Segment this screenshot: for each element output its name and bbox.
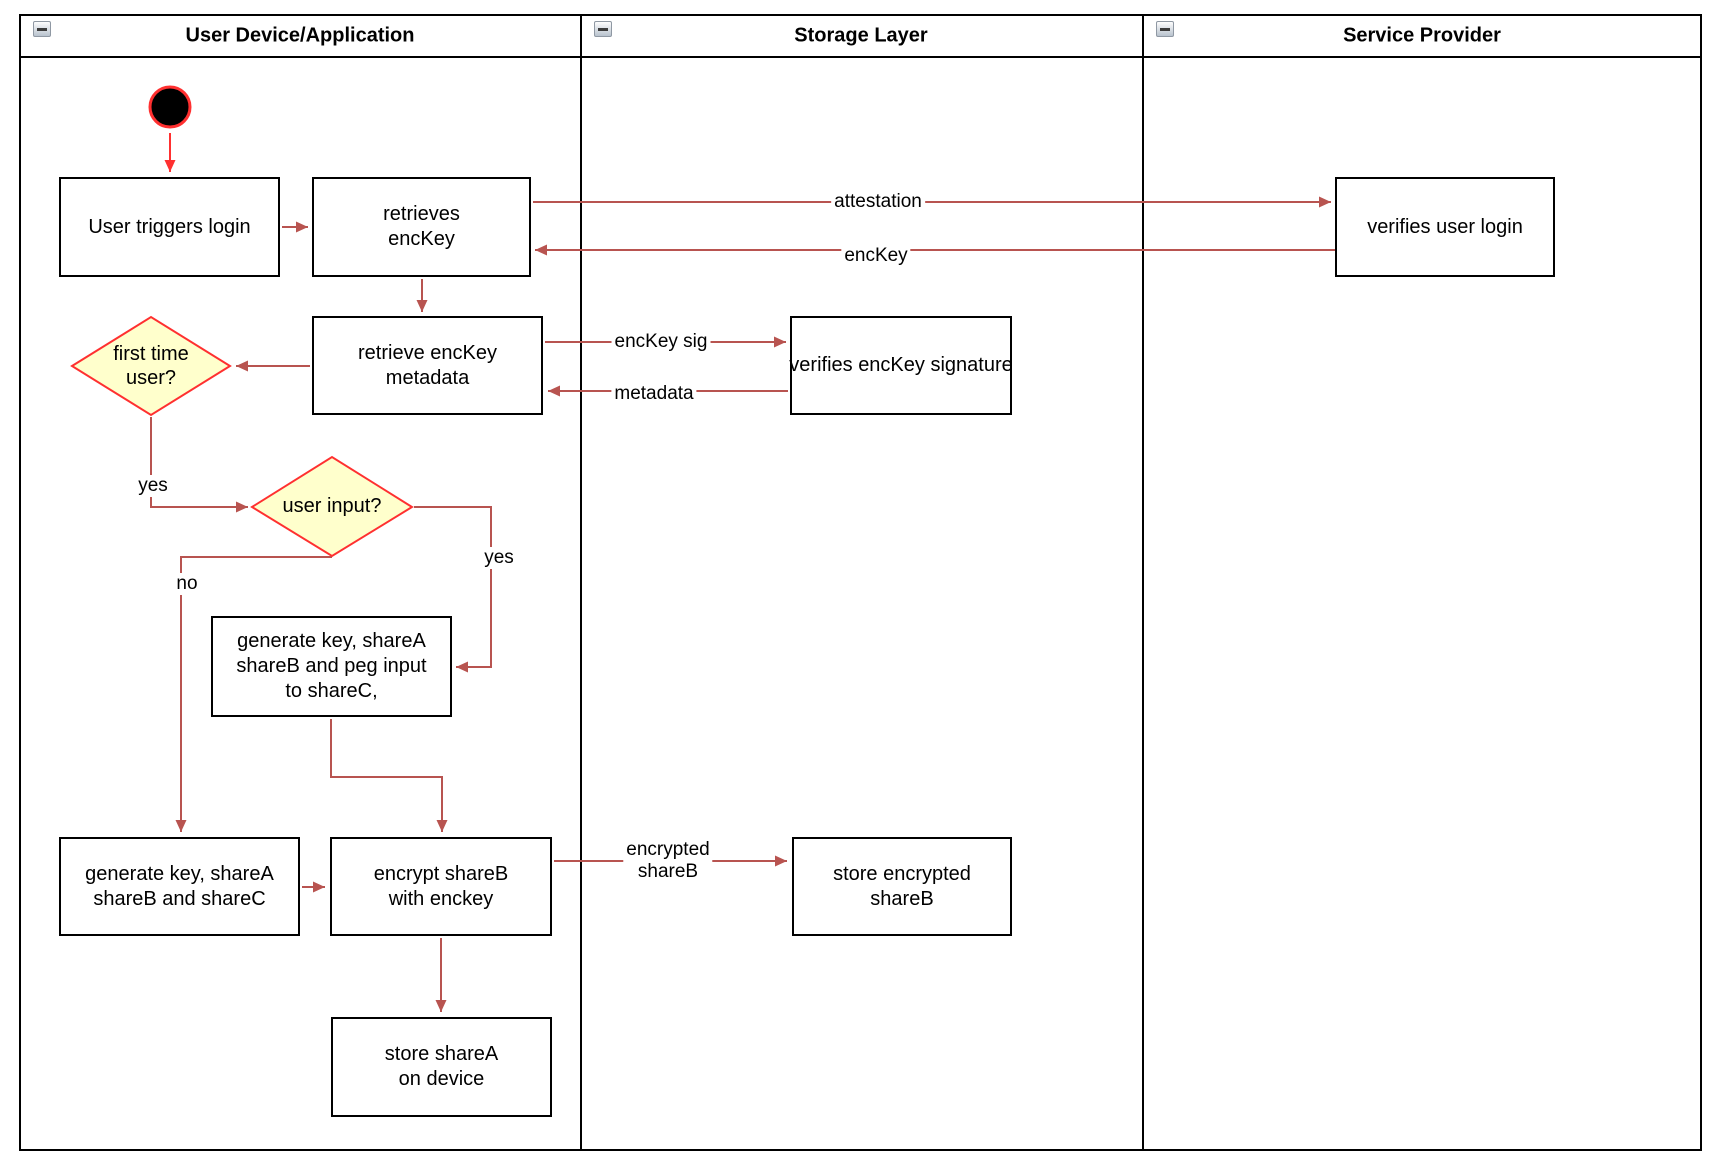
node-label: verifies user login — [1367, 215, 1523, 238]
edge-yes-to-generate-peg — [414, 506, 492, 673]
node-retrieve-enckey-metadata[interactable]: retrieve encKey metadata — [312, 316, 543, 415]
initial-node[interactable] — [148, 85, 192, 129]
edge-label-enckey: encKey — [841, 245, 911, 267]
decision-label-first-time-user: first time user? — [113, 343, 189, 389]
node-label: verifies encKey signature — [789, 354, 1013, 376]
collapse-icon[interactable] — [594, 21, 612, 37]
node-verifies-user-login[interactable]: verifies user login — [1335, 177, 1555, 277]
lane-divider-2 — [1142, 14, 1144, 1151]
decision-user-input[interactable] — [250, 455, 414, 558]
minus-icon — [598, 27, 608, 31]
lane-header-divider — [19, 56, 1702, 58]
node-store-encrypted-shareb[interactable]: store encrypted shareB — [792, 837, 1012, 936]
minus-icon — [1160, 27, 1170, 31]
edge-label-enckey-sig: encKey sig — [611, 331, 711, 353]
node-label: store shareA on device — [384, 1043, 499, 1090]
node-store-sharea[interactable]: store shareA on device — [331, 1017, 552, 1117]
lane-divider-1 — [580, 14, 582, 1151]
node-encrypt-shareb[interactable]: encrypt shareB with enckey — [330, 837, 552, 936]
edge-label-encrypted-shareb: encrypted shareB — [623, 839, 713, 883]
edge-peg-to-encrypt — [330, 719, 448, 832]
edge-label-no-user-input: no — [173, 573, 201, 595]
node-label: retrieve encKey metadata — [358, 341, 497, 389]
node-verifies-enckey-signature[interactable]: verifies encKey signature — [789, 316, 1013, 415]
node-user-triggers-login[interactable]: User triggers login — [59, 177, 280, 277]
lane-title-service-provider: Service Provider — [1343, 24, 1501, 47]
node-label: User triggers login — [88, 215, 251, 238]
edge-label-metadata: metadata — [611, 383, 697, 405]
node-generate-key-peg[interactable]: generate key, shareA shareB and peg inpu… — [211, 616, 452, 717]
decision-label-user-input: user input? — [282, 495, 382, 517]
edge-yes-to-user-input — [150, 417, 248, 513]
node-label: store encrypted shareB — [833, 862, 971, 910]
node-label: retrieves encKey — [383, 203, 460, 250]
edge-label-attestation: attestation — [831, 191, 925, 213]
pool-border — [19, 14, 1702, 1151]
edge-label-yes-first-time: yes — [135, 475, 171, 497]
decision-first-time-user[interactable] — [70, 315, 232, 417]
node-label: generate key, shareA shareB and peg inpu… — [236, 630, 427, 702]
collapse-icon[interactable] — [33, 21, 51, 37]
minus-icon — [37, 27, 47, 31]
node-generate-key-abc[interactable]: generate key, shareA shareB and shareC — [59, 837, 300, 936]
edge-label-yes-user-input: yes — [481, 547, 517, 569]
lane-title-storage-layer: Storage Layer — [794, 24, 928, 47]
node-retrieves-enckey[interactable]: retrieves encKey — [312, 177, 531, 277]
node-label: encrypt shareB with enckey — [373, 862, 509, 910]
node-label: generate key, shareA shareB and shareC — [85, 862, 274, 910]
edge-no-to-generate-abc — [175, 556, 332, 832]
lane-title-user-device: User Device/Application — [185, 24, 415, 47]
collapse-icon[interactable] — [1156, 21, 1174, 37]
